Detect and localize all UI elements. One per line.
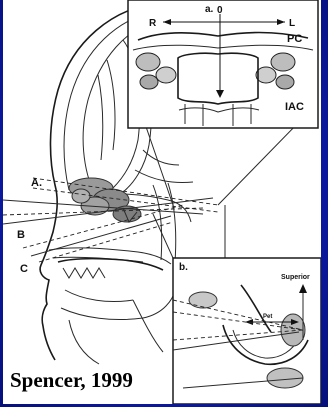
- inset-a-axis-right: R: [149, 18, 157, 29]
- inset-a-axis-left: L: [289, 18, 295, 29]
- label-a: A.: [31, 177, 42, 189]
- label-c: C: [20, 263, 28, 275]
- figure-drawing: a. 0 R L PC IAC: [3, 0, 321, 404]
- inset-a-label-pc: PC: [287, 33, 302, 45]
- inset-b-label-superior: Superior: [281, 274, 310, 281]
- zoom-line-a2: [218, 120, 301, 205]
- inset-a-title: a.: [205, 4, 214, 15]
- inset-a-label-iac: IAC: [285, 101, 304, 113]
- face-structures: [49, 248, 175, 364]
- inset-a-axis-zero: 0: [217, 5, 223, 16]
- zoom-line-b: [153, 214, 173, 258]
- label-b: B: [17, 229, 25, 241]
- citation-caption: Spencer, 1999: [6, 368, 137, 393]
- anatomical-figure: a. 0 R L PC IAC: [3, 0, 321, 404]
- inset-b-title: b.: [179, 262, 188, 273]
- inset-b-label-pet: Pet: [263, 314, 272, 320]
- zoom-line-a: [143, 118, 173, 205]
